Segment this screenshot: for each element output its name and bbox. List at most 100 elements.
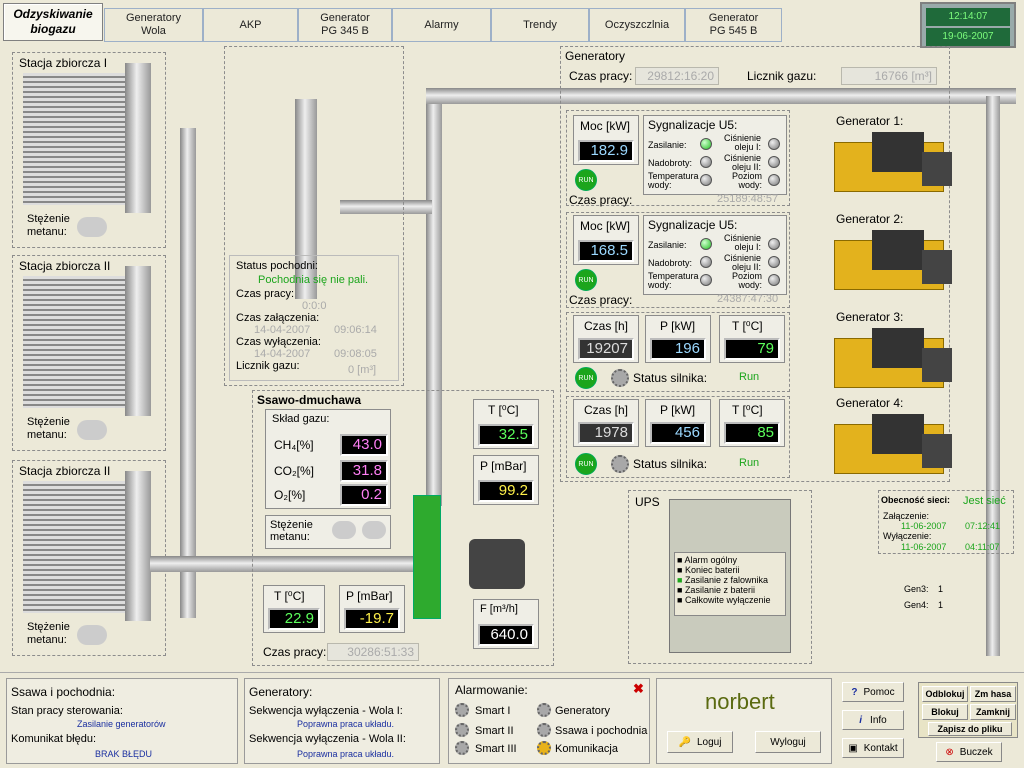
torch-time-value: 0:0:0: [302, 300, 327, 312]
tab-generatory-wola[interactable]: Generatory Wola: [104, 8, 203, 42]
change-password-button[interactable]: Zm hasa: [970, 686, 1016, 702]
supply-led: [700, 138, 712, 150]
o2-value: 0.2: [340, 484, 388, 506]
ssawa-status-box: Ssawa i pochodnia: Stan pracy sterowania…: [6, 678, 238, 764]
torch-status-value: Pochodnia się nie pali.: [258, 274, 369, 286]
inlet-temp-label: T [⁰C]: [274, 589, 305, 603]
grid-off-time: 04:11:07: [965, 542, 1000, 552]
water-temp-led: [700, 274, 712, 286]
pg-temp-value: 85: [724, 422, 780, 444]
help-button[interactable]: ?Pomoc: [842, 682, 904, 702]
tab-alarmy[interactable]: Alarmy: [392, 8, 491, 42]
grid-presence-label: Obecność sieci:: [881, 495, 951, 505]
radiator-icon: [23, 276, 133, 408]
hours-value: 1978: [578, 422, 634, 444]
alarm-smart1[interactable]: Smart I: [475, 705, 511, 717]
generator-4-icon[interactable]: [834, 410, 954, 478]
station-title: Stacja zbiorcza II: [19, 259, 111, 273]
inlet-pressure-value: -19.7: [344, 608, 400, 630]
control-state-value: Zasilanie generatorów: [77, 719, 166, 729]
alarm-komunikacja[interactable]: Komunikacja: [555, 743, 618, 755]
radiator-icon: [23, 73, 133, 205]
buzzer-button[interactable]: ⊗Buczek: [936, 742, 1002, 762]
gen-sequence-box: Generatory: Sekwencja wyłączenia - Wola …: [244, 678, 440, 764]
app-title[interactable]: Odzyskiwanie biogazu: [3, 3, 103, 41]
water-level-label: Poziom wody:: [732, 171, 763, 190]
unlock-button[interactable]: Odblokuj: [922, 686, 968, 702]
run-indicator: RUN: [575, 367, 597, 389]
generator-1-icon[interactable]: [834, 128, 954, 196]
tab-trendy[interactable]: Trendy: [491, 8, 589, 42]
grid-presence-value: Jest sieć: [963, 495, 1006, 507]
gear-icon: [611, 455, 629, 473]
save-to-file-button[interactable]: Zapisz do pliku: [928, 722, 1012, 736]
tab-akp[interactable]: AKP: [203, 8, 298, 42]
gen4-label: Gen4:: [904, 600, 929, 610]
tab-oczyszczalnia[interactable]: Oczyszczlnia: [589, 8, 685, 42]
outlet-temp-label: T [⁰C]: [488, 403, 519, 417]
generator-3-icon[interactable]: [834, 324, 954, 392]
ch4-label: CH₄[%]: [274, 438, 314, 452]
torch-off-date: 14-04-2007: [254, 348, 311, 360]
contact-button[interactable]: ▣Kontakt: [842, 738, 904, 758]
return-pipe: [986, 96, 1000, 656]
alarm-smart2[interactable]: Smart II: [475, 725, 514, 737]
gen-u5-time-value: 24387:47:30: [717, 293, 779, 305]
tab-generator-pg545[interactable]: Generator PG 545 B: [685, 8, 782, 42]
close-button[interactable]: Zamknij: [970, 704, 1016, 720]
water-level-label: Poziom wody:: [732, 271, 763, 290]
gen-u5-1-panel: Moc [kW] 182.9 Sygnalizacje U5: Zasilani…: [566, 110, 790, 207]
inlet-pressure-label: P [mBar]: [346, 589, 393, 603]
gas-composition-label: Skład gazu:: [272, 413, 330, 425]
top-header-pipe: [426, 88, 1016, 104]
seq2-value: Poprawna praca układu.: [297, 749, 395, 759]
pg-power-box: P [kW] 456: [645, 399, 711, 447]
blower-title: Ssawo-dmuchawa: [257, 393, 362, 407]
torch-panel: Status pochodni: Pochodnia się nie pali.…: [224, 46, 404, 386]
supply-led: [700, 238, 712, 250]
blower-conc-box: Stężenie metanu:: [265, 515, 391, 549]
pg-temp-box: T [⁰C] 79: [719, 315, 785, 363]
blower-conc-label: Stężenie metanu:: [270, 519, 313, 543]
engine-status-label: Status silnika:: [633, 371, 708, 385]
engine-status-label: Status silnika:: [633, 457, 708, 471]
gen-pg-2-panel: Czas [h] 1978 P [kW] 456 T [⁰C] 85 RUN S…: [566, 396, 790, 478]
buzzer-label: Buczek: [959, 746, 993, 758]
station-2-panel: Stacja zbiorcza II Stężenie metanu:: [12, 255, 166, 451]
collector-pipe: [125, 266, 151, 416]
inlet-temp-value: 22.9: [268, 608, 320, 630]
ups-item: ■ Koniec baterii: [677, 565, 740, 575]
close-icon[interactable]: ✖: [633, 681, 644, 696]
generator-2-label: Generator 2:: [836, 212, 904, 226]
login-button[interactable]: 🔑Loguj: [667, 731, 733, 753]
alarm-ssawa[interactable]: Ssawa i pochodnia: [555, 725, 648, 737]
gear-icon: [455, 703, 469, 717]
overspeed-label: Nadobroty:: [648, 158, 693, 168]
alarm-generatory[interactable]: Generatory: [555, 705, 611, 717]
engine-status-value: Run: [739, 371, 760, 383]
gear-icon: [537, 703, 551, 717]
supply-label: Zasilanie:: [648, 140, 687, 150]
outlet-pressure-value: 99.2: [478, 480, 534, 502]
help-label: Pomoc: [863, 686, 895, 698]
generator-2-icon[interactable]: [834, 226, 954, 294]
error-message-label: Komunikat błędu:: [11, 733, 96, 745]
alarm-smart3[interactable]: Smart III: [475, 743, 517, 755]
oil-pressure-1-label: Ciśnienie oleju I:: [724, 133, 762, 152]
warning-gear-icon: [537, 741, 551, 755]
gen4-value: 1: [938, 600, 944, 610]
pg-power-value: 196: [650, 338, 706, 360]
lock-button[interactable]: Blokuj: [922, 704, 968, 720]
tab-generator-pg345[interactable]: Generator PG 345 B: [298, 8, 392, 42]
signals-box: Sygnalizacje U5: Zasilanie: Nadobroty: T…: [643, 115, 787, 195]
logout-button[interactable]: Wyloguj: [755, 731, 821, 753]
signals-label: Sygnalizacje U5:: [648, 218, 738, 232]
gen-sequence-title: Generatory:: [249, 685, 313, 699]
inlet-temp-box: T [⁰C] 22.9: [263, 585, 325, 633]
oil-pressure-2-label: Ciśnienie oleju II:: [724, 253, 762, 272]
pg-power-value: 456: [650, 422, 706, 444]
pg-power-box: P [kW] 196: [645, 315, 711, 363]
ups-title: UPS: [635, 495, 660, 509]
flow-value: 640.0: [478, 624, 534, 646]
